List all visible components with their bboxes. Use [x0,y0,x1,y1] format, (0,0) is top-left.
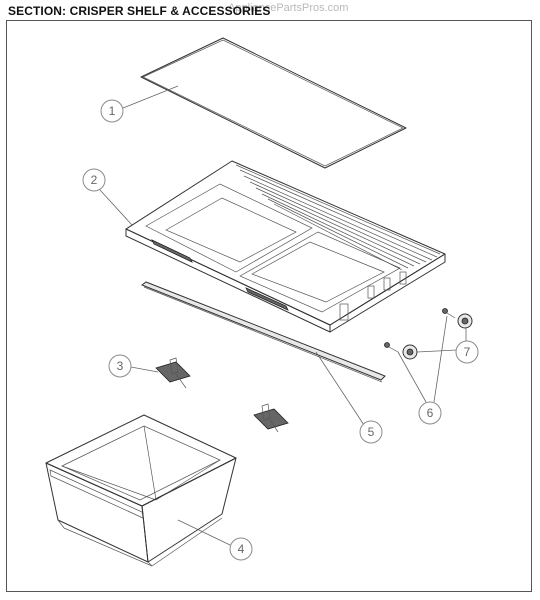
right-clip-part[interactable] [253,403,289,433]
crisper-drawer-part[interactable] [45,414,237,567]
callout-7: 7 [416,328,479,364]
section-title: SECTION: CRISPER SHELF & ACCESSORIES [8,4,271,18]
left-clip-part[interactable] [155,357,191,389]
screw-part[interactable] [384,308,456,353]
callout-6: 6 [397,315,448,425]
crisper-cover-frame-part[interactable] [125,160,446,333]
diagram-border [6,20,532,592]
roller-part[interactable] [402,313,473,360]
slide-rail-part[interactable] [140,281,386,383]
watermark: AppliancePartsPros.com [228,2,349,14]
callout-label: 2 [91,173,98,187]
callout-5: 5 [315,351,383,444]
callout-label: 5 [368,425,375,439]
callout-4: 4 [177,519,253,561]
callout-label: 3 [117,359,124,373]
callout-label: 7 [464,345,471,359]
callout-1: 1 [100,85,179,123]
callout-3: 3 [108,354,159,378]
glass-shelf-part[interactable] [140,37,407,169]
callout-label: 1 [109,104,116,118]
callout-label: 6 [427,406,434,420]
callout-2: 2 [82,168,133,226]
callout-label: 4 [238,542,245,556]
